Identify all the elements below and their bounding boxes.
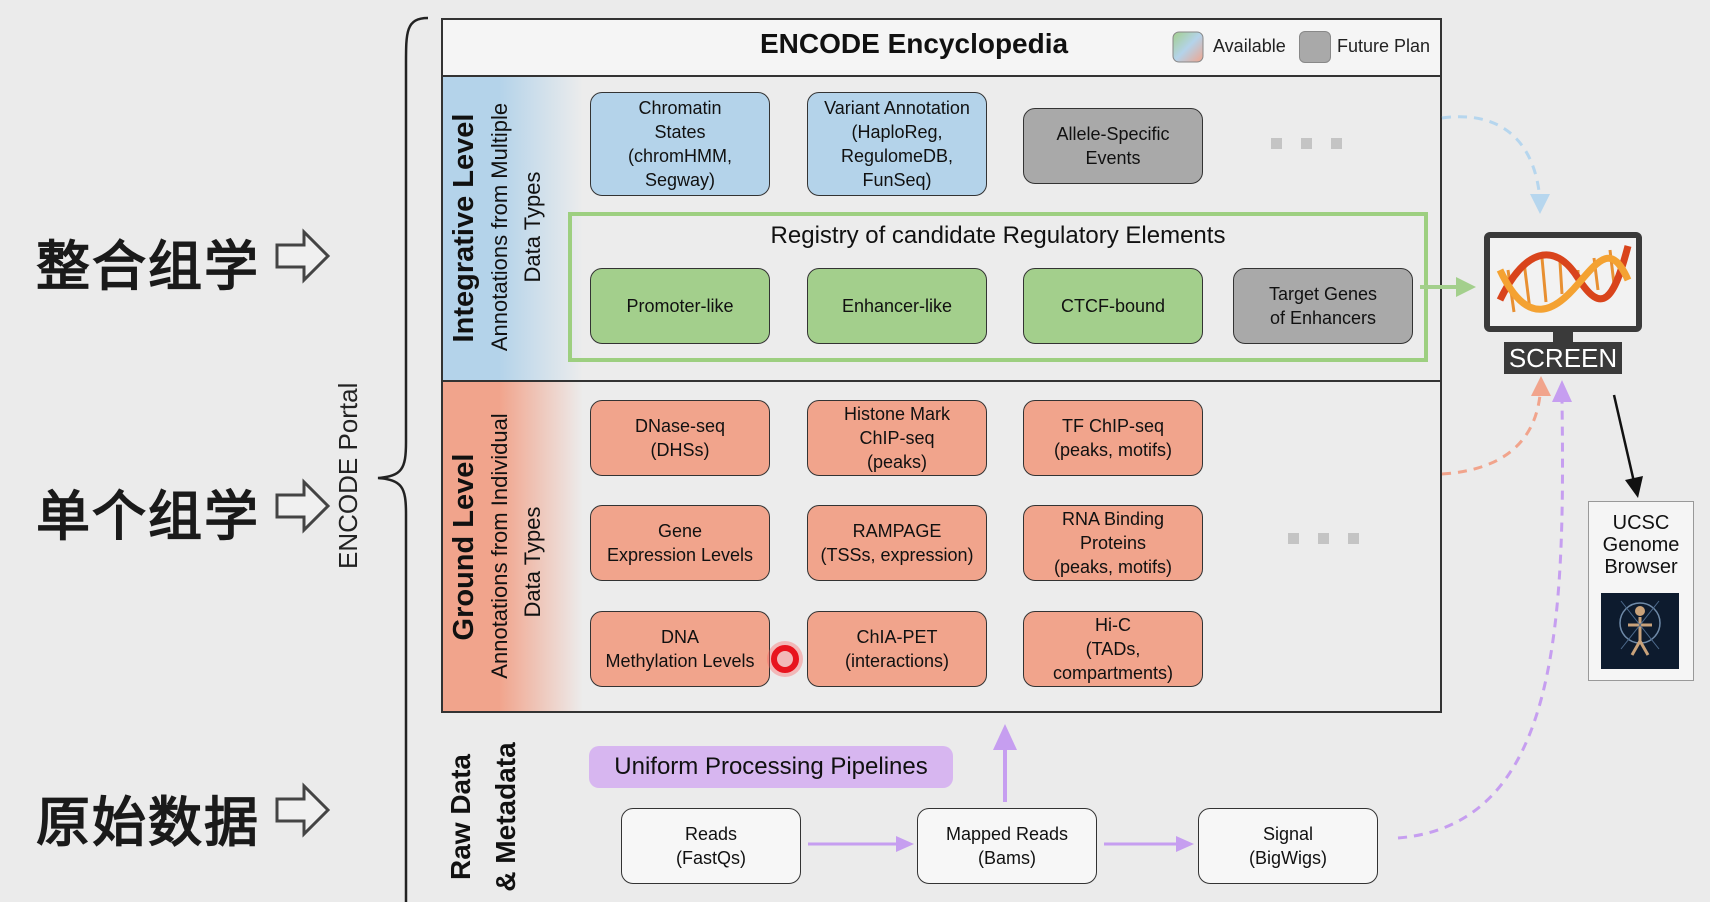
up-arrow-icon [993,724,1017,802]
ground-gradient [443,382,583,711]
dna-helix-icon [1496,245,1632,313]
ucsc-logo-icon [1601,593,1679,669]
arrow-reads-to-mapped [808,836,914,852]
chromatin-states-box: Chromatin States (chromHMM, Segway) [590,92,770,196]
encyclopedia-header [441,18,1442,77]
encyclopedia-title: ENCODE Encyclopedia [760,28,1069,59]
variant-annotation-box: Variant Annotation (HaploReg, RegulomeDB… [807,92,987,196]
reads-box: Reads (FastQs) [621,808,801,884]
arrow-right-icon [275,478,331,534]
cursor-marker-icon [767,641,803,677]
rampage-box: RAMPAGE (TSSs, expression) [807,505,987,581]
more-dots-icon [1288,531,1378,549]
arrow-right-icon [275,228,331,284]
raw-data-label: 原始数据 [36,791,260,854]
promoter-like-box: Promoter-like [590,268,770,344]
legend-future-label: Future Plan [1337,36,1431,56]
integrative-gradient [443,77,583,380]
screen-stand [1553,332,1573,342]
arrow-right-icon [275,782,331,838]
future-legend-icon [1299,31,1331,63]
pipeline-label: Uniform Processing Pipelines [589,746,953,788]
ucsc-label: UCSC Genome Browser [1602,512,1680,578]
gene-expression-box: Gene Expression Levels [590,505,770,581]
legend-available-label: Available [1213,36,1286,56]
single-omics-label: 单个组学 [36,485,260,548]
arrow-mapped-to-signal [1104,836,1194,852]
chia-pet-box: ChIA-PET (interactions) [807,611,987,687]
available-legend-icon [1172,31,1204,63]
more-dots-icon [1271,136,1361,154]
integrative-omics-label: 整合组学 [36,235,260,298]
dnase-seq-box: DNase-seq (DHSs) [590,400,770,476]
ctcf-bound-box: CTCF-bound [1023,268,1203,344]
hi-c-box: Hi-C (TADs, compartments) [1023,611,1203,687]
allele-specific-box: Allele-Specific Events [1023,108,1203,184]
enhancer-like-box: Enhancer-like [807,268,987,344]
dna-methylation-box: DNA Methylation Levels [590,611,770,687]
target-genes-box: Target Genes of Enhancers [1233,268,1413,344]
registry-title: Registry of candidate Regulatory Element… [770,222,1226,249]
histone-chip-box: Histone Mark ChIP-seq (peaks) [807,400,987,476]
rna-binding-box: RNA Binding Proteins (peaks, motifs) [1023,505,1203,581]
screen-label: SCREEN [1504,342,1622,374]
signal-box: Signal (BigWigs) [1198,808,1378,884]
mapped-reads-box: Mapped Reads (Bams) [917,808,1097,884]
brace-icon [377,16,429,902]
tf-chip-box: TF ChIP-seq (peaks, motifs) [1023,400,1203,476]
